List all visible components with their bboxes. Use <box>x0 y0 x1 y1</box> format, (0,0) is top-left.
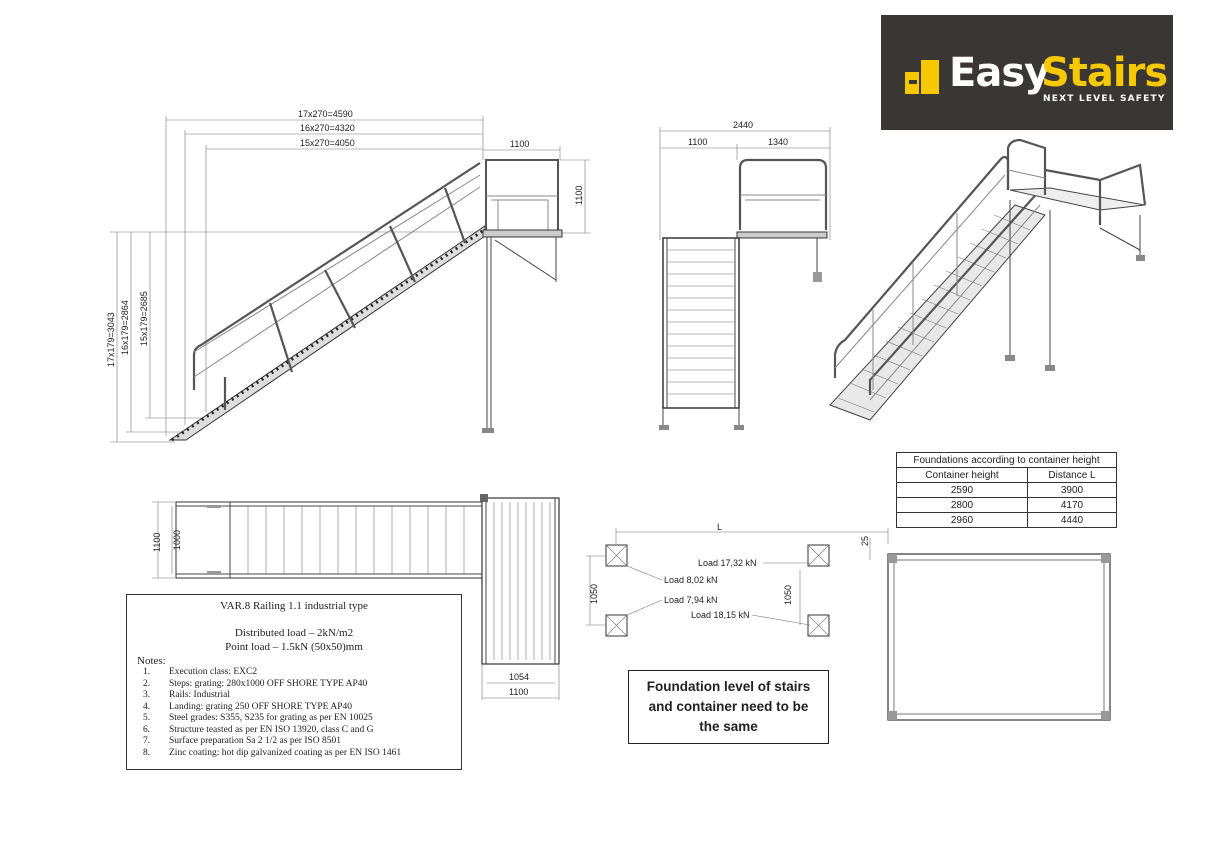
dim-offset: 25 <box>860 536 870 546</box>
dim-front-total: 2440 <box>733 120 753 130</box>
easy-stairs-logo: Easy Stairs NEXT LEVEL SAFETY <box>881 15 1173 130</box>
dim-top-1: 17x270=4590 <box>298 109 353 119</box>
foundation-table-title: Foundations according to container heigh… <box>896 452 1117 468</box>
list-item: 4.Landing: grating 250 OFF SHORE TYPE AP… <box>143 701 352 712</box>
dim-L: L <box>717 522 722 532</box>
list-item: 6.Structure teasted as per EN ISO 13920,… <box>143 724 374 735</box>
dim-landing-inner: 1054 <box>509 672 529 682</box>
notes-heading: Notes: <box>137 655 166 667</box>
dim-top-2: 16x270=4320 <box>300 123 355 133</box>
dim-landing-outer: 1100 <box>509 687 528 697</box>
table-cell: 4440 <box>1027 512 1117 528</box>
table-cell: 2960 <box>896 512 1028 528</box>
foundation-table: Foundations according to container heigh… <box>896 452 1117 528</box>
table-row: 2960 4440 <box>896 512 1117 528</box>
foundation-plan: L 25 1050 1050 Load 17,32 kN Load 8,02 k… <box>586 522 1111 721</box>
dim-landing: 1100 <box>510 139 529 149</box>
load-3: Load 7,94 kN <box>664 595 718 605</box>
foundation-note-line-1: Foundation level of stairs <box>646 679 811 694</box>
logo-word-stairs: Stairs <box>1041 50 1168 96</box>
notes-list: 1.Execution class: EXC2 2.Steps: grating… <box>143 667 401 759</box>
logo-word-easy: Easy <box>949 50 1050 96</box>
dim-v-3: 15x179=2685 <box>139 291 149 346</box>
logo-tagline: NEXT LEVEL SAFETY <box>1043 94 1166 104</box>
table-header: Distance L <box>1027 467 1117 483</box>
table-cell: 2590 <box>896 482 1028 498</box>
table-cell: 4170 <box>1027 497 1117 513</box>
list-item: 8.Zinc coating: hot dip galvanized coati… <box>143 747 402 758</box>
load-2: Load 8,02 kN <box>664 575 718 585</box>
table-cell: 3900 <box>1027 482 1117 498</box>
notes-box: VAR.8 Railing 1.1 industrial type Distri… <box>126 594 462 770</box>
load-1: Load 17,32 kN <box>698 558 757 568</box>
list-item: 2.Steps: grating: 280x1000 OFF SHORE TYP… <box>143 678 368 689</box>
dim-v-1: 17x179=3043 <box>106 312 116 367</box>
list-item: 5.Steel grades: S355, S235 for grating a… <box>143 713 373 723</box>
dim-rail-height: 1100 <box>574 186 584 205</box>
dim-plan-inner: 1000 <box>172 530 182 550</box>
isometric-view <box>829 138 1147 421</box>
dim-front-right: 1340 <box>768 137 788 147</box>
list-item: 7.Surface preparation Sa 2 1/2 as per IS… <box>143 736 342 746</box>
dim-plan-outer: 1100 <box>152 533 162 552</box>
dim-v-left: 1050 <box>589 584 599 604</box>
distributed-load: Distributed load – 2kN/m2 <box>234 627 354 639</box>
notes-title: VAR.8 Railing 1.1 industrial type <box>220 600 368 612</box>
dim-v-right: 1050 <box>783 585 793 605</box>
load-4: Load 18,15 kN <box>691 610 750 620</box>
table-row: 2800 4170 <box>896 497 1117 513</box>
dim-front-left: 1100 <box>688 137 707 147</box>
front-view: 2440 1100 1340 <box>659 120 831 430</box>
foundation-note-line-2: and container need to be <box>648 699 809 714</box>
dim-v-2: 16x179=2864 <box>120 300 130 355</box>
list-item: 3.Rails: Industrial <box>143 690 230 700</box>
table-header: Container height <box>896 467 1028 483</box>
table-cell: 2800 <box>896 497 1028 513</box>
point-load: Point load – 1.5kN (50x50)mm <box>225 641 363 653</box>
list-item: 1.Execution class: EXC2 <box>143 667 258 677</box>
foundation-note-line-3: the same <box>699 719 758 734</box>
dim-top-3: 15x270=4050 <box>300 138 355 148</box>
side-view: 17x270=4590 16x270=4320 15x270=4050 1100… <box>106 109 590 443</box>
stairs-logo-icon <box>905 60 939 94</box>
foundation-note: Foundation level of stairs and container… <box>628 670 829 744</box>
table-row: 2590 3900 <box>896 482 1117 498</box>
plan-view: 1100 1000 1054 <box>152 494 560 700</box>
